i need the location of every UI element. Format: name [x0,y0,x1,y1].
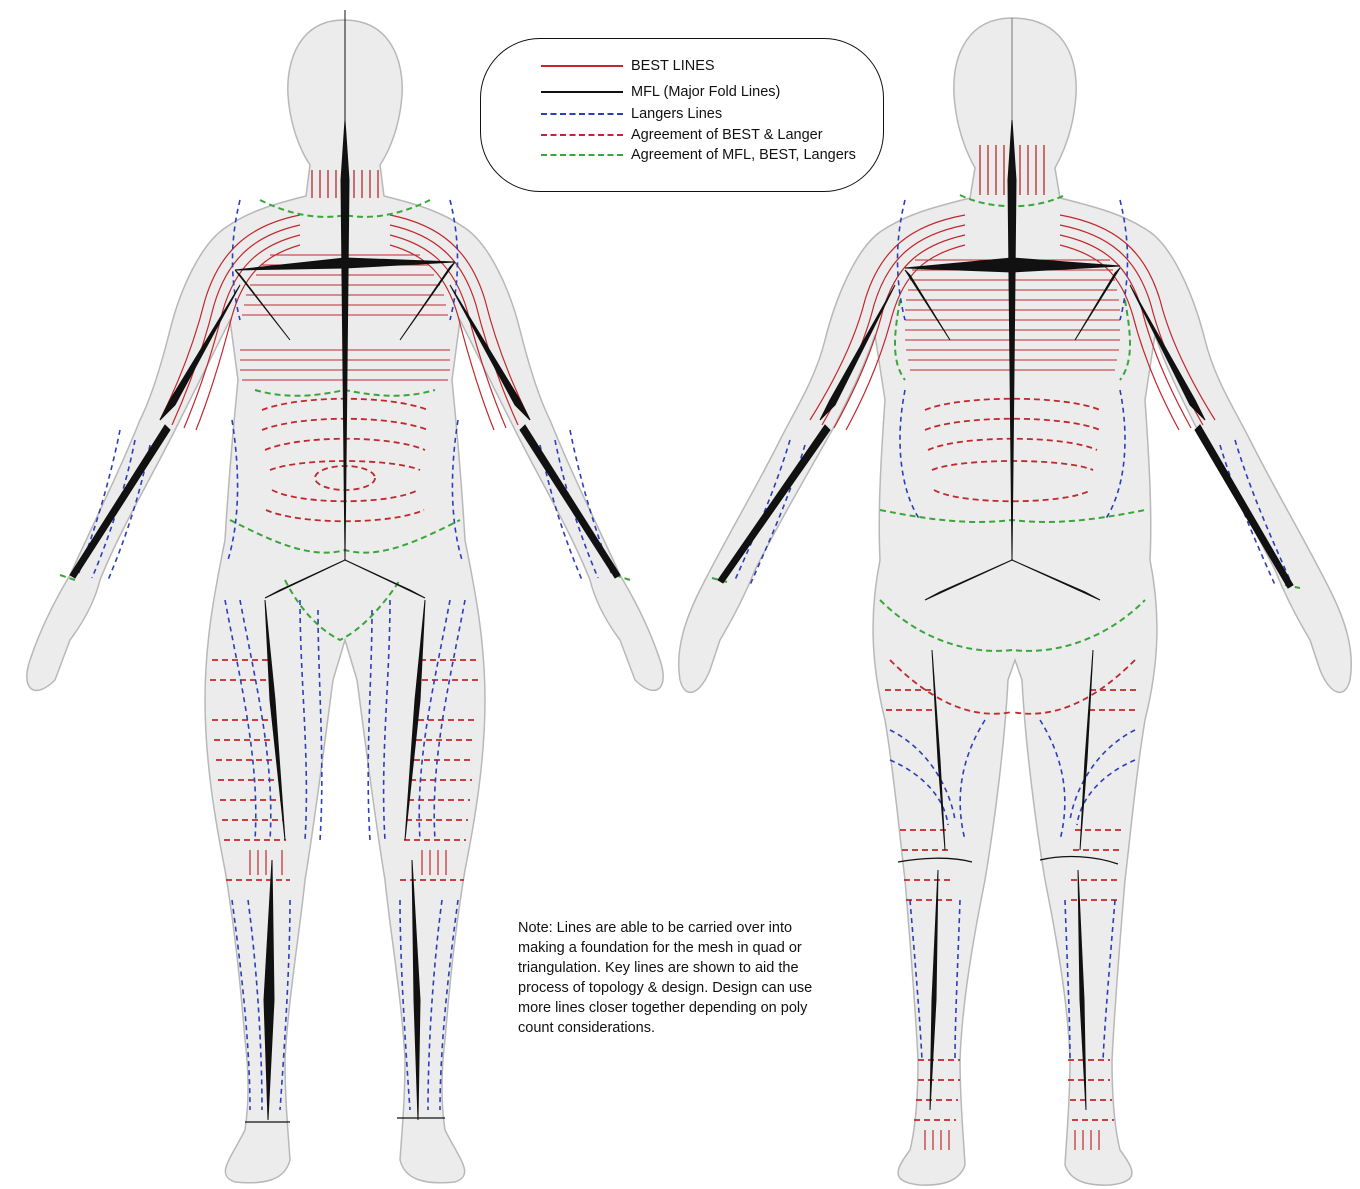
legend-label: Langers Lines [631,106,722,122]
legend-label: Agreement of MFL, BEST, Langers [631,147,856,163]
legend-swatch-agreement-all [541,154,623,156]
legend-item-agreement-best-langer: Agreement of BEST & Langer [541,125,823,145]
legend-swatch-mfl [541,91,623,93]
legend-item-best-lines: BEST LINES [541,56,715,76]
legend-item-langers-lines: Langers Lines [541,104,722,124]
legend: BEST LINES MFL (Major Fold Lines) Langer… [480,38,884,192]
legend-label: MFL (Major Fold Lines) [631,84,780,100]
legend-item-mfl: MFL (Major Fold Lines) [541,82,780,102]
legend-item-agreement-all: Agreement of MFL, BEST, Langers [541,145,856,165]
legend-label: Agreement of BEST & Langer [631,127,823,143]
note-text: Note: Lines are able to be carried over … [518,918,848,1038]
legend-swatch-best-lines [541,65,623,67]
legend-label: BEST LINES [631,58,715,74]
legend-swatch-langers-lines [541,113,623,115]
legend-swatch-agreement-best-langer [541,134,623,136]
